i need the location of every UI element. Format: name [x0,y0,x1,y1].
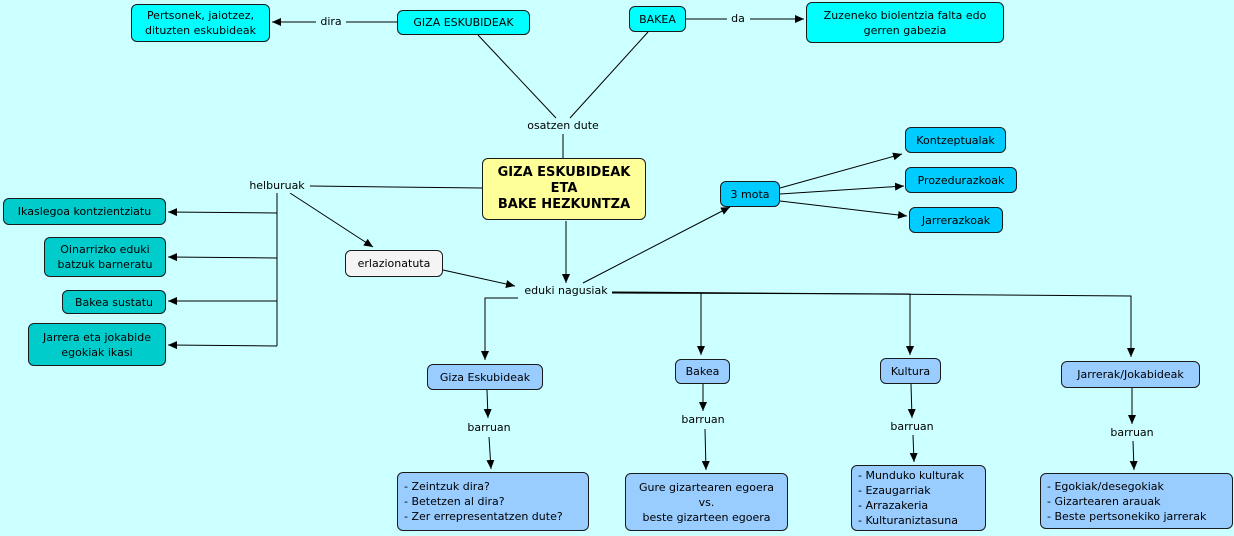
edge-c1-body [486,436,495,470]
node-goal-barneratu[interactable]: Oinarrizko eduki batzuk barneratu [44,237,166,277]
edge-core-helburuak [309,185,483,189]
node-giza-eskubideak[interactable]: GIZA ESKUBIDEAK [397,10,530,35]
label-dira: dira [318,15,344,29]
node-body-kultura[interactable]: - Munduko kulturak - Ezaugarriak - Arraz… [851,465,986,531]
label-helburuak: helburuak [247,179,307,193]
node-goal-kontzientziatu[interactable]: Ikaslegoa kontzientziatu [3,198,166,225]
node-kontzeptualak[interactable]: Kontzeptualak [905,127,1006,153]
edge-c1-barruan [483,389,492,419]
node-giza-eskubideak-definition[interactable]: Pertsonek, jaiotzez, dituzten eskubideak [131,4,270,42]
node-content-jarrerak[interactable]: Jarrerak/Jokabideak [1061,361,1200,388]
label-barruan-3: barruan [888,420,936,434]
edge-goal-1 [167,208,278,217]
node-body-jarrerak[interactable]: - Egokiak/desegokiak - Gizartearen araua… [1040,473,1233,529]
node-central-topic[interactable]: GIZA ESKUBIDEAK ETA BAKE HEZKUNTZA [482,158,646,220]
edge-helburuak-erlaz [289,192,374,248]
node-body-giza-eskubideak[interactable]: - Zeintzuk dira? - Betetzen al dira? - Z… [397,472,589,531]
edge-c2-body [701,428,710,471]
edge-eduki-jarrerak [611,291,1135,357]
node-content-bakea[interactable]: Bakea [675,359,730,384]
node-content-kultura[interactable]: Kultura [880,358,941,384]
edge-eduki-mota [582,206,731,284]
node-prozedurazkoak[interactable]: Prozedurazkoak [905,167,1017,193]
label-barruan-2: barruan [679,413,727,427]
edge-c3-barruan [907,383,916,419]
edge-c4-body [1129,440,1138,471]
node-body-bakea[interactable]: Gure gizartearen egoera vs. beste gizart… [625,473,788,531]
edge-eduki-bakea [612,292,705,355]
edge-eduki-giza [481,297,518,360]
label-da: da [729,12,747,26]
node-erlazionatuta[interactable]: erlazionatuta [345,250,443,277]
edge-mota-3 [779,200,908,219]
edge-eduki-kultura [611,292,914,355]
node-goal-sustatu[interactable]: Bakea sustatu [62,290,166,314]
edge-bakea-osatzen [569,31,649,119]
edge-mota-1 [779,152,903,189]
node-bakea[interactable]: BAKEA [629,6,686,32]
edge-giza-osatzen [477,34,557,119]
label-barruan-1: barruan [465,421,513,435]
node-goal-ikasi[interactable]: Jarrera eta jokabide egokiak ikasi [28,323,166,366]
edge-c3-body [909,434,918,463]
edge-erlaz-eduki [442,269,516,288]
node-content-giza-eskubideak[interactable]: Giza Eskubideak [427,364,543,390]
label-eduki-nagusiak: eduki nagusiak [522,284,610,298]
node-bakea-definition[interactable]: Zuzeneko biolentzia falta edo gerren gab… [806,2,1004,43]
edge-goal-4 [167,341,278,350]
edge-goal-2 [167,253,278,262]
label-osatzen-dute: osatzen dute [525,119,601,133]
label-barruan-4: barruan [1108,426,1156,440]
node-3-mota[interactable]: 3 mota [720,181,780,207]
node-jarrerazkoak[interactable]: Jarrerazkoak [909,207,1003,233]
edge-mota-2 [779,182,905,195]
